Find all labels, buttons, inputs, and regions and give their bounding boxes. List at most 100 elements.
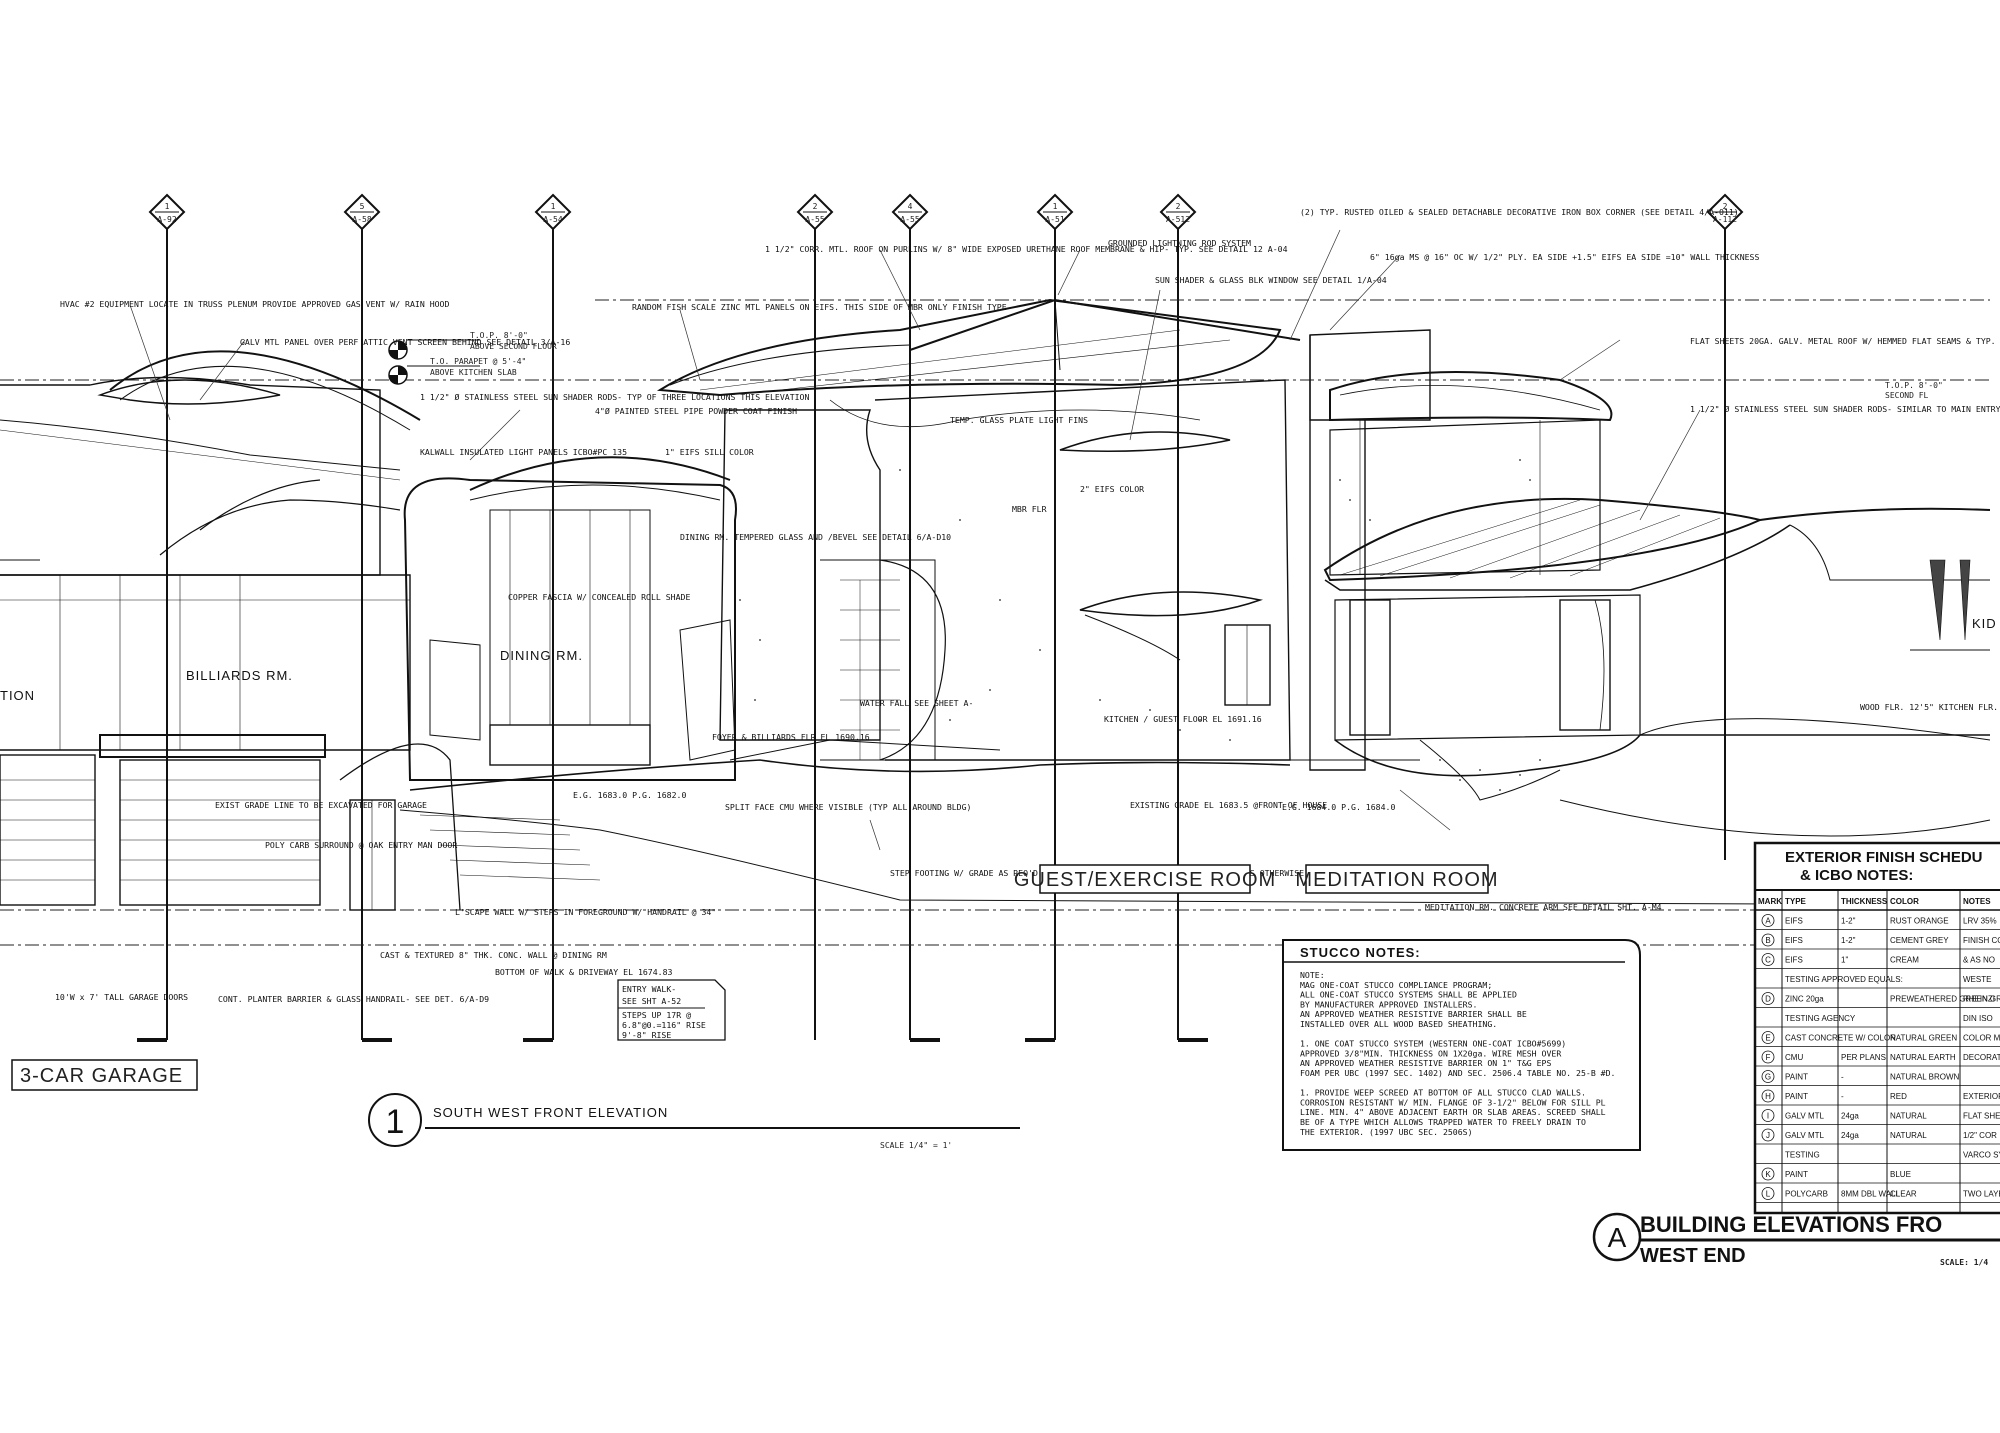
leader-lines — [129, 229, 1701, 851]
stucco-note-line: AN APPROVED WEATHER RESISTIVE BARRIER SH… — [1300, 1009, 1527, 1019]
note-bottom-walk: BOTTOM OF WALK & DRIVEWAY EL 1674.83 — [495, 967, 673, 977]
note-lscape: L'SCAPE WALL W/ STEPS IN FOREGROUND W/ H… — [455, 907, 716, 917]
schedule-cell: J — [1766, 1131, 1770, 1140]
schedule-cell: NATURAL GREEN — [1890, 1034, 1957, 1043]
level-markers — [388, 339, 480, 385]
note-exist-grade: EXIST GRADE LINE TO BE EXCAVATED FOR GAR… — [215, 800, 427, 810]
sheet-title-line1: BUILDING ELEVATIONS FRO — [1640, 1212, 1942, 1237]
schedule-mark-circle — [1761, 1167, 1775, 1181]
schedule-cell: B — [1765, 936, 1770, 945]
callout-number: 2 — [1723, 202, 1728, 211]
note-eg-pg: E.G. 1684.0 P.G. 1684.0 — [1282, 802, 1395, 812]
schedule-cell: TWO LAYER FLEXIBLE T — [1963, 1190, 2000, 1199]
stucco-note-line: BE OF A TYPE WHICH ALLOWS TRAPPED WATER … — [1300, 1117, 1586, 1127]
elevation-title: 1 SOUTH WEST FRONT ELEVATION SCALE 1/4" … — [368, 1093, 1020, 1150]
building-elevation — [0, 298, 1991, 911]
schedule-cell: PER PLANS — [1841, 1053, 1886, 1062]
schedule-cell: F — [1766, 1053, 1771, 1062]
schedule-cell: CLEAR — [1890, 1190, 1917, 1199]
schedule-cell: WESTE — [1963, 975, 1991, 984]
schedule-cell: 24ga — [1841, 1131, 1859, 1140]
callout-bubble: 2 A-112 — [1706, 193, 1744, 231]
room-tag-guest-label: GUEST/EXERCISE ROOM — [1014, 869, 1276, 891]
note-dining-glass: DINING RM. TEMPERED GLASS AND /BEVEL SEE… — [680, 532, 951, 542]
callout-bubble: 5 A-58 — [343, 193, 381, 231]
level-label-sub: ABOVE SECOND FLOOR — [470, 342, 557, 351]
schedule-cell: BLUE — [1890, 1170, 1911, 1179]
schedule-cell: A — [1765, 917, 1771, 926]
note-flat-sheets: FLAT SHEETS 20GA. GALV. METAL ROOF W/ HE… — [1690, 336, 2000, 346]
schedule-cell: & AS NO — [1963, 956, 1995, 965]
schedule-cell: D — [1765, 995, 1771, 1004]
stucco-note-line: LINE. MIN. 4" ABOVE ADJACENT EARTH OR SL… — [1300, 1107, 1606, 1117]
schedule-header-cell: MARK — [1758, 897, 1782, 906]
callout-sheet: A-51 — [1045, 215, 1064, 224]
schedule-cell: K — [1765, 1170, 1771, 1179]
schedule-cell: 1/2" COR — [1963, 1131, 1997, 1140]
callout-sheet: A-112 — [1713, 215, 1737, 224]
schedule-header-cell: COLOR — [1890, 897, 1919, 906]
callout-bubble: 1 A-92 — [148, 193, 186, 231]
schedule-cell: CEMENT GREY — [1890, 936, 1949, 945]
schedule-cell: FLAT SHE — [1963, 1112, 2000, 1121]
schedule-cell: EIFS — [1785, 956, 1803, 965]
room-label-kid: KID — [1972, 616, 1997, 631]
callout-number: 5 — [360, 202, 365, 211]
room-label-partial: TION — [0, 688, 35, 703]
schedule-cell: GALV MTL — [1785, 1112, 1825, 1121]
note-wood-flr: WOOD FLR. 12'5" KITCHEN FLR. EL — [1860, 702, 2000, 712]
entry-walk-note: ENTRY WALK- SEE SHT A-52 STEPS UP 17R @ … — [617, 979, 726, 1041]
room-tag-meditation: MEDITATION ROOM — [1295, 864, 1498, 894]
schedule-title: EXTERIOR FINISH SCHEDU — [1785, 849, 1983, 866]
schedule-cell: 1-2" — [1841, 936, 1856, 945]
room-tag-meditation-label: MEDITATION ROOM — [1295, 869, 1498, 891]
note-eg-pg-2: E.G. 1683.0 P.G. 1682.0 — [573, 790, 686, 800]
schedule-mark-circle — [1761, 1050, 1775, 1064]
stucco-note-line: INSTALLED OVER ALL WOOD BASED SHEATHING. — [1300, 1019, 1497, 1029]
schedule-cell: ZINC 20ga — [1785, 995, 1824, 1004]
callout-sheet: A-55 — [900, 215, 919, 224]
schedule-cell: RHEINZI — [1963, 995, 1995, 1004]
note-sun-shader: SUN SHADER & GLASS BLK WINDOW SEE DETAIL… — [1155, 275, 1387, 285]
note-hvac: HVAC #2 EQUIPMENT LOCATE IN TRUSS PLENUM… — [60, 299, 449, 309]
room-tag-guest: GUEST/EXERCISE ROOM — [1014, 864, 1276, 894]
level-label-sub: ABOVE KITCHEN SLAB — [430, 368, 517, 377]
callout-bubble: 2 A-512 — [1159, 193, 1197, 231]
sheet-title: A BUILDING ELEVATIONS FRO WEST END SCALE… — [1592, 1212, 2000, 1267]
schedule-header-cell: TYPE — [1785, 897, 1807, 906]
schedule-header-cell: NOTES — [1963, 897, 1991, 906]
stucco-notes-body: NOTE:MAG ONE-COAT STUCCO COMPLIANCE PROG… — [1300, 970, 1615, 1137]
elevation-scale: SCALE 1/4" = 1' — [880, 1141, 952, 1150]
note-copper: COPPER FASCIA W/ CONCEALED ROLL SHADE — [508, 592, 690, 602]
callout-bubble: 1 A-51 — [1036, 193, 1074, 231]
stucco-note-line: NOTE: — [1300, 970, 1325, 980]
elevation-title-text: SOUTH WEST FRONT ELEVATION — [433, 1105, 668, 1120]
finish-schedule: EXTERIOR FINISH SCHEDU & ICBO NOTES: MAR… — [1753, 841, 2000, 1215]
schedule-cell: C — [1765, 956, 1771, 965]
entry-walk-line: 9'-8" RISE — [622, 1030, 671, 1040]
schedule-cell: RED — [1890, 1092, 1907, 1101]
callout-bubble: 1 A-54 — [534, 193, 572, 231]
entry-walk-line: ENTRY WALK- — [622, 984, 676, 994]
schedule-cell: L — [1766, 1190, 1771, 1199]
note-poly-carb: POLY CARB SURROUND @ OAK ENTRY MAN DOOR — [265, 840, 457, 850]
schedule-cell: POLYCARB — [1785, 1190, 1828, 1199]
schedule-mark-circle — [1761, 1070, 1775, 1083]
schedule-cell: NATURAL BROWN — [1890, 1073, 1960, 1082]
stucco-note-line: FOAM PER UBC (1997 SEC. 1402) AND SEC. 2… — [1300, 1068, 1615, 1078]
stucco-texture — [739, 459, 1541, 791]
schedule-cell: TESTING — [1785, 1151, 1820, 1160]
room-tag-garage-label: 3-CAR GARAGE — [20, 1065, 183, 1087]
schedule-cell: 24ga — [1841, 1112, 1859, 1121]
stucco-note-line: THE EXTERIOR. (1997 UBC SEC. 2506S) — [1300, 1127, 1473, 1137]
note-cast-textured: CAST & TEXTURED 8" THK. CONC. WALL @ DIN… — [380, 950, 607, 960]
schedule-cell: CAST CONCRETE W/ COLOR — [1785, 1034, 1896, 1043]
callout-number: 4 — [908, 202, 913, 211]
stucco-note-line: ALL ONE-COAT STUCCO SYSTEMS SHALL BE APP… — [1300, 990, 1517, 1000]
note-mbr: MBR FLR — [1012, 504, 1047, 514]
stucco-note-line: AN APPROVED WEATHER RESISTIVE BARRIER ON… — [1300, 1058, 1551, 1068]
room-label-dining: DINING RM. — [500, 648, 583, 663]
level-label: T.O.P. 8'-0" — [470, 331, 528, 340]
schedule-cell: TESTING APPROVED EQUALS: — [1785, 975, 1903, 984]
